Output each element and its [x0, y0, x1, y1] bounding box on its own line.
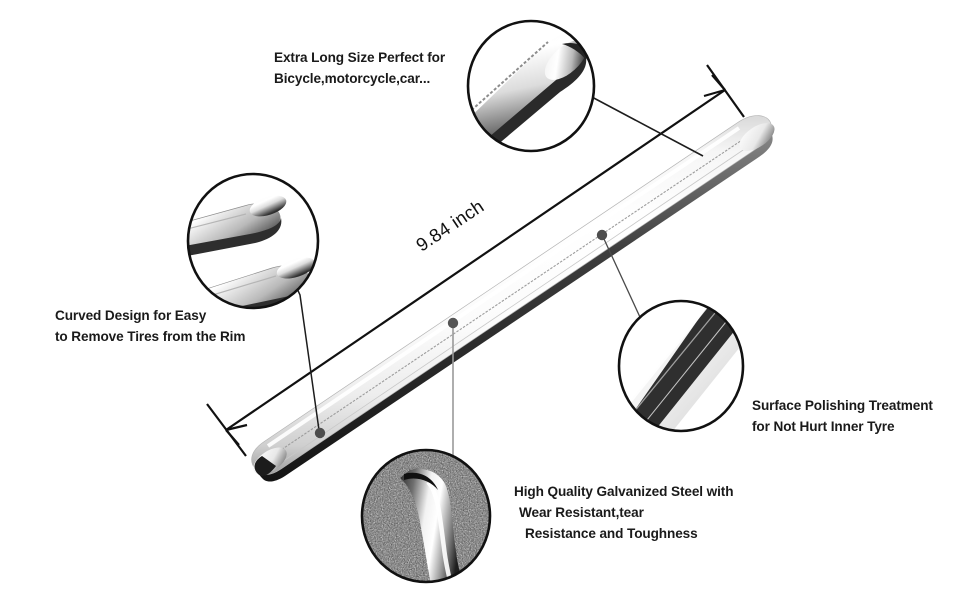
bubble-curved-upper-line [188, 213, 247, 239]
dimension-line-9-84-inch [206, 64, 745, 457]
lever-tip-lower-dark [254, 456, 276, 477]
callout-curved-design-line-2: to Remove Tires from the Rim [55, 329, 246, 344]
bubble-extra-long-ring [466, 19, 596, 153]
anchor-dot-shaft-mid [447, 317, 459, 329]
bubble-hook-body [400, 468, 466, 582]
callout-curved-design-line-1: Curved Design for Easy [55, 308, 207, 323]
bubble-tip-ridge [468, 41, 549, 141]
anchor-dot-tip-left [314, 427, 326, 439]
main-tire-lever [251, 115, 775, 482]
anchor-dot-shaft-right [596, 229, 608, 241]
bubble-surface-polishing-ring [617, 299, 745, 433]
bubble-surface-polishing [617, 299, 745, 433]
callout-surface-polishing-line-2: for Not Hurt Inner Tyre [752, 419, 895, 434]
dimension-tick-end [706, 64, 745, 118]
lever-ridge-line-2 [278, 143, 753, 465]
callout-surface-polishing-line-1: Surface Polishing Treatment [752, 398, 933, 413]
bubble-shaft-highlight [619, 301, 716, 431]
callout-high-quality-line-1: High Quality Galvanized Steel with [514, 484, 734, 499]
bubble-high-quality-steel [360, 448, 492, 584]
lever-tip-upper-right [739, 123, 775, 151]
bubble-curved-lower-shadow [188, 282, 312, 308]
callout-label-surface-polishing: Surface Polishing Treatment for Not Hurt… [752, 395, 933, 437]
lever-highlight [266, 126, 741, 448]
callout-label-extra-long: Extra Long Size Perfect for Bicycle,moto… [274, 47, 445, 89]
dimension-tick-start [206, 403, 247, 457]
bubble-curved-design-ring [186, 172, 320, 310]
callout-label-curved-design: Curved Design for Easy to Remove Tires f… [55, 305, 245, 347]
bubble-shaft-line-2 [619, 311, 735, 431]
dimension-axis [225, 89, 726, 431]
bubble-tip-highlight [468, 33, 549, 129]
bubble-high-quality-steel-ring [360, 448, 492, 584]
bubble-curved-lower-cap [276, 257, 316, 279]
callout-extra-long-line-2: Bicycle,motorcycle,car... [274, 71, 431, 86]
callout-label-high-quality-steel: High Quality Galvanized Steel with Wear … [514, 481, 734, 544]
callout-high-quality-line-2: Wear Resistant,tear [519, 505, 644, 520]
callout-high-quality-line-3: Resistance and Toughness [525, 526, 698, 541]
lever-ridge-line [271, 135, 749, 457]
bubble-extra-long [466, 19, 596, 153]
callout-extra-long-line-1: Extra Long Size Perfect for [274, 50, 446, 65]
bubble-curved-upper-cap [249, 195, 287, 217]
bubble-hook-edge-dark [404, 472, 438, 490]
